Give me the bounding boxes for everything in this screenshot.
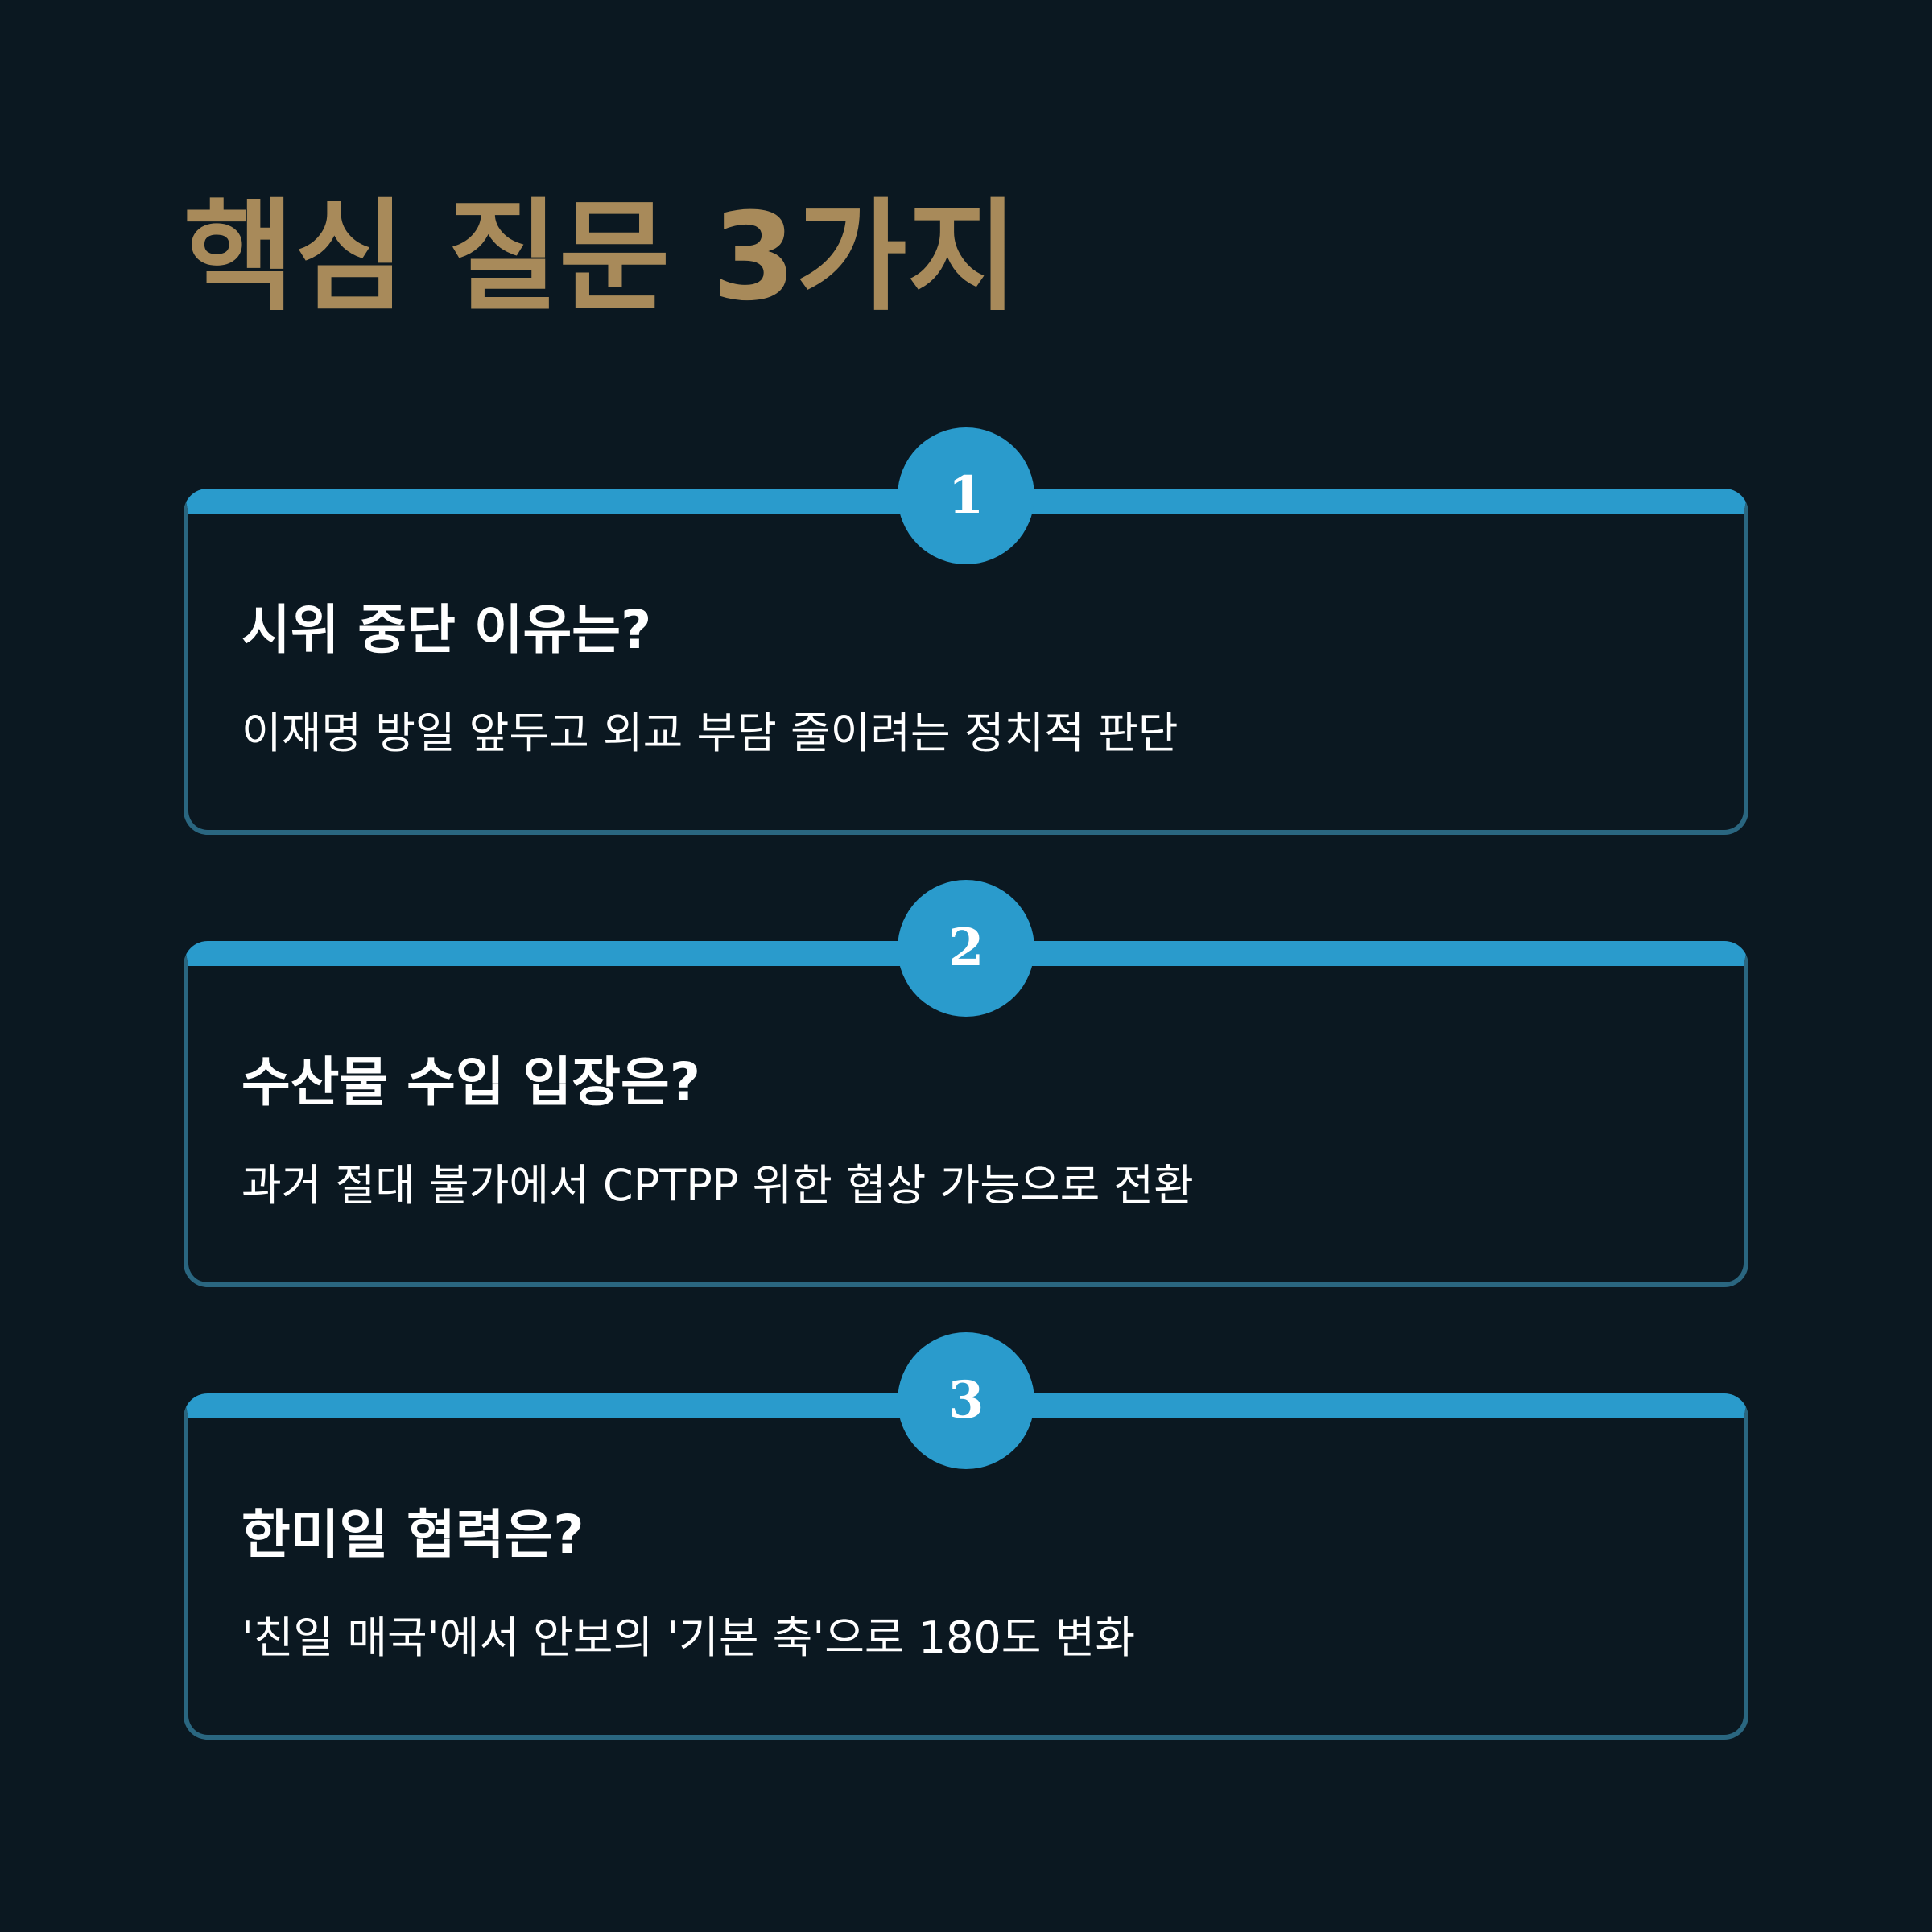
number-badge-3: 3 <box>898 1332 1034 1469</box>
question-heading: 한미일 협력은? <box>242 1504 584 1566</box>
question-heading: 수산물 수입 입장은? <box>242 1051 701 1113</box>
number-badge-2: 2 <box>898 880 1034 1017</box>
page-title: 핵심 질문 3가지 <box>184 188 1018 328</box>
question-answer: 과거 절대 불가에서 CPTPP 위한 협상 가능으로 전환 <box>242 1160 1194 1211</box>
question-answer: '친일 매국'에서 안보의 '기본 축'으로 180도 변화 <box>242 1612 1135 1663</box>
question-heading: 시위 중단 이유는? <box>242 599 652 661</box>
question-answer: 이재명 방일 앞두고 외교 부담 줄이려는 정치적 판단 <box>242 708 1179 758</box>
number-badge-1: 1 <box>898 427 1034 564</box>
